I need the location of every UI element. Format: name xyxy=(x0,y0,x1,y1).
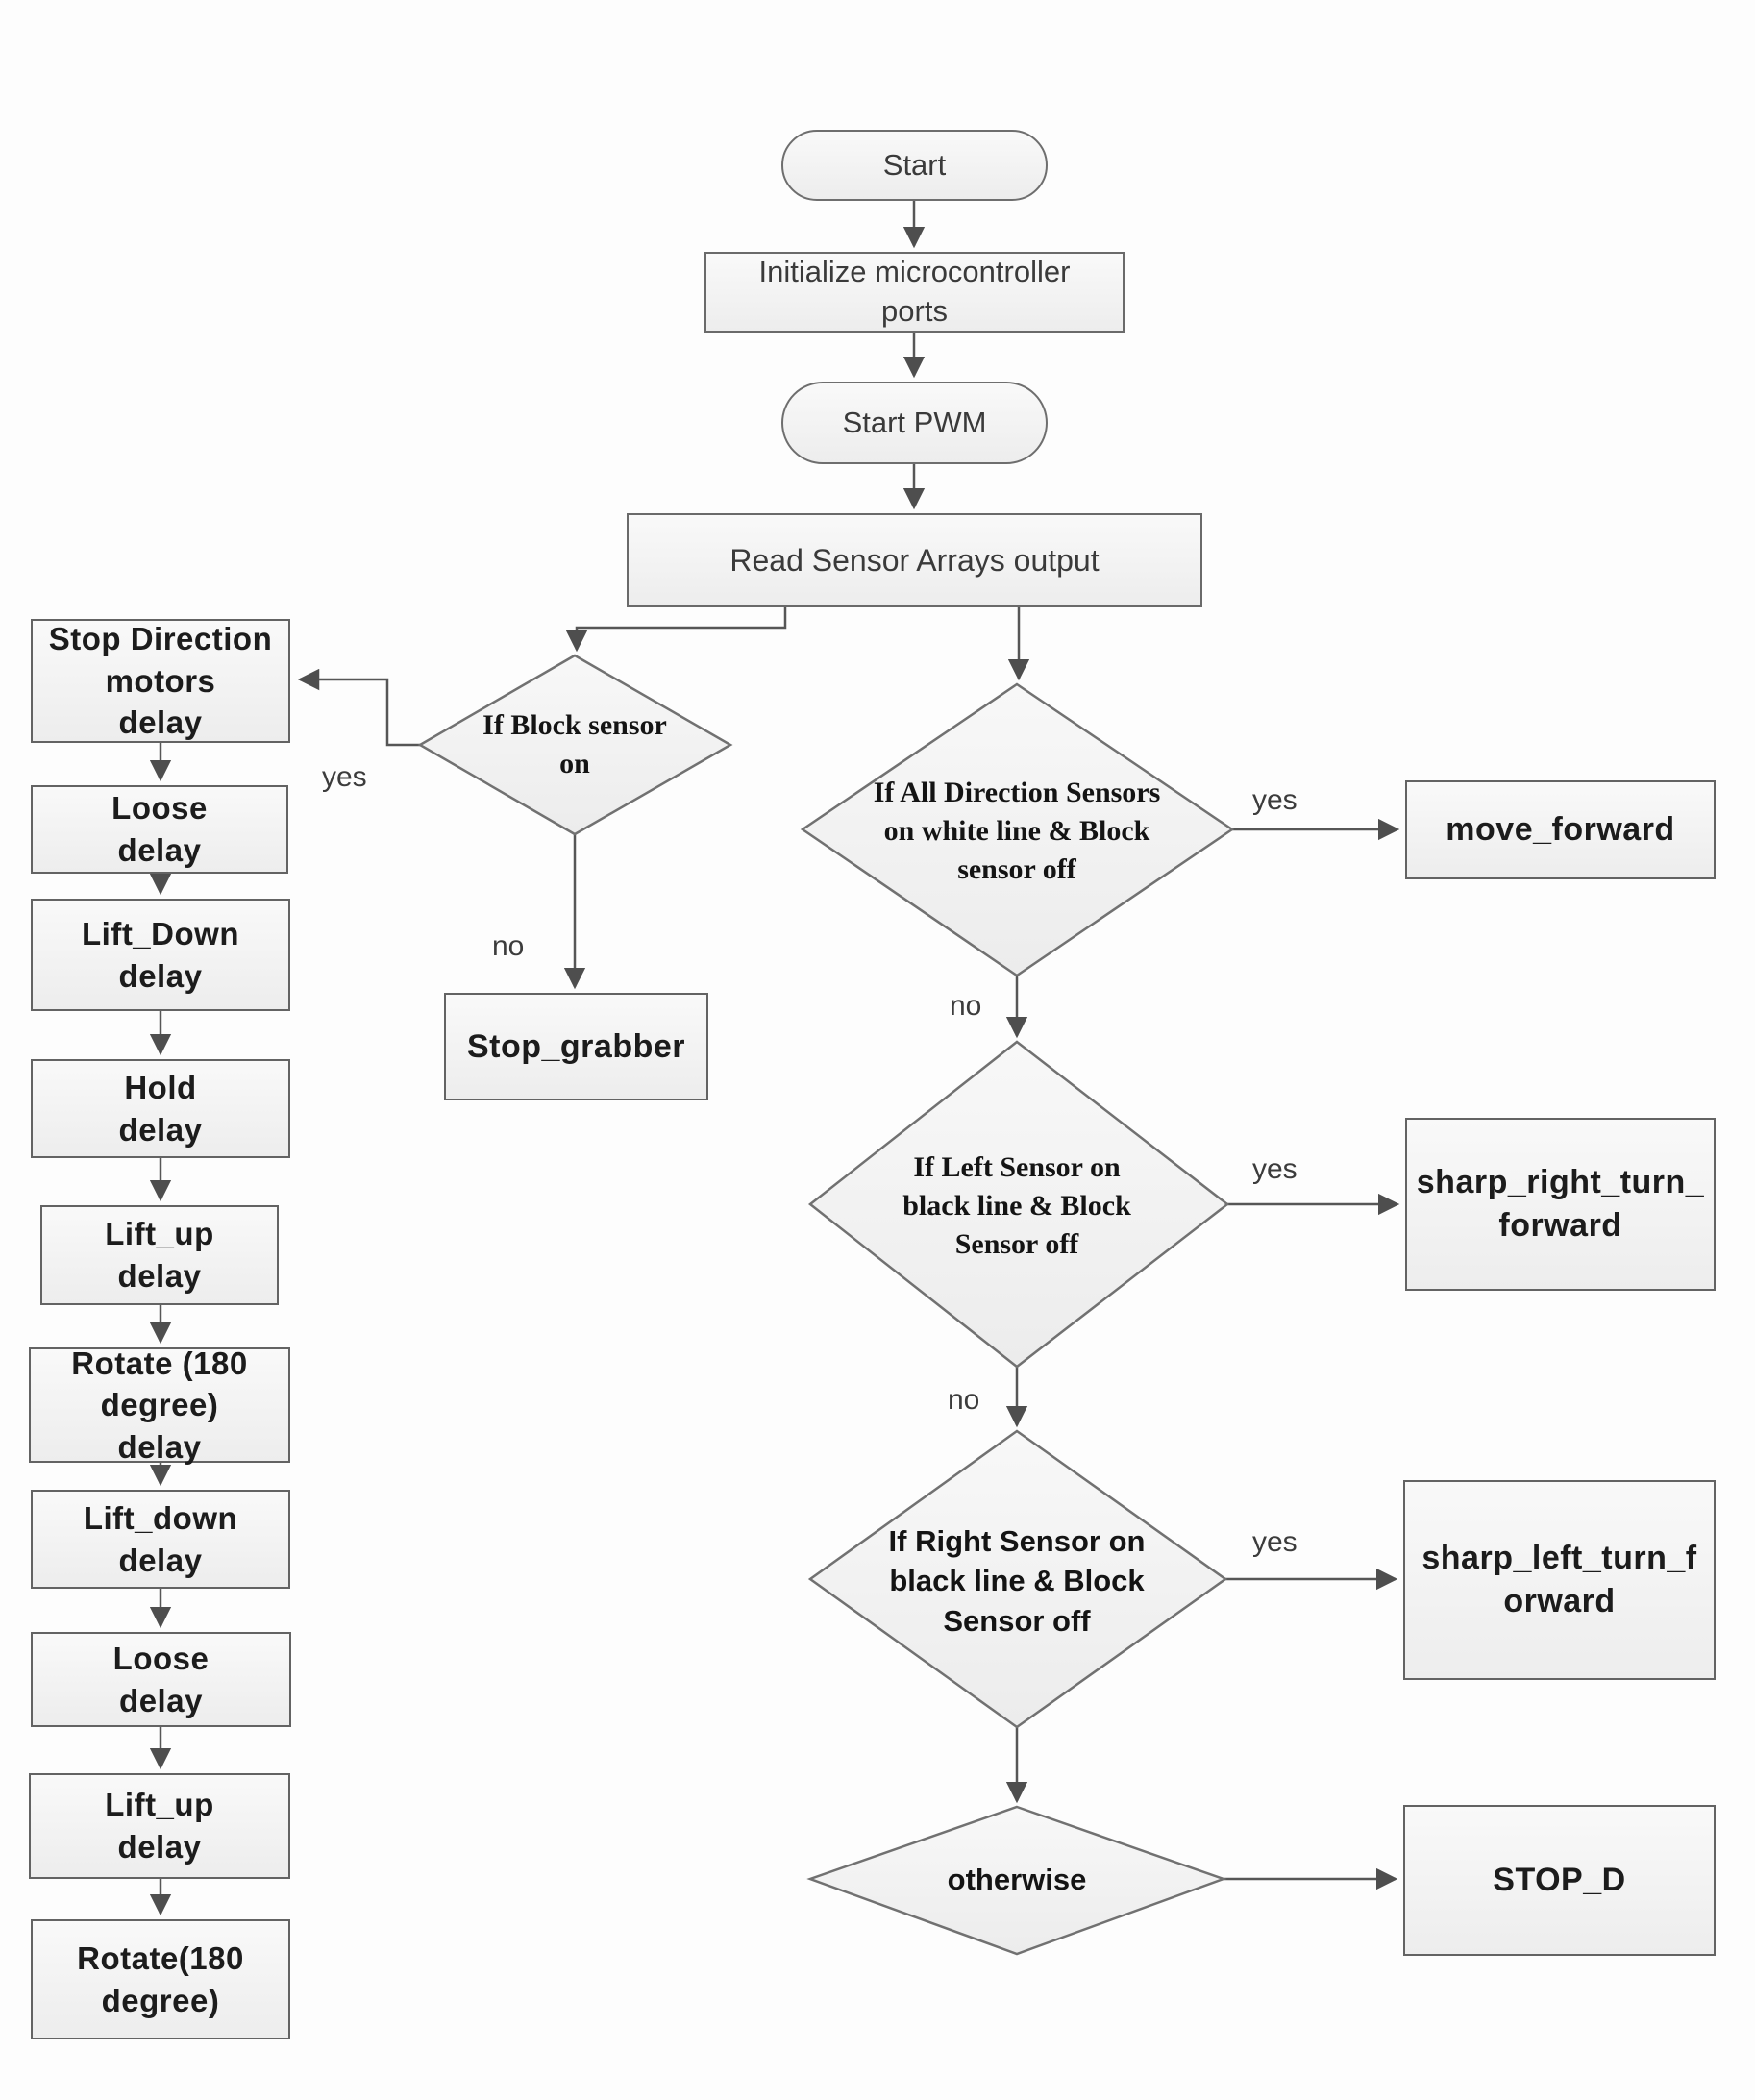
node-stop-grabber: Stop_grabber xyxy=(444,993,708,1100)
node-lift-down-delay-2: Lift_down delay xyxy=(31,1490,290,1589)
label-if-left-sensor: If Left Sensor on black line & Block Sen… xyxy=(902,1151,1131,1260)
label-if-right-sensor: If Right Sensor on black line & Block Se… xyxy=(888,1524,1146,1638)
edge-label-alldir-no: no xyxy=(950,990,982,1022)
node-sharp-left-turn-forward: sharp_left_turn_f orward xyxy=(1403,1480,1716,1680)
node-move-forward: move_forward xyxy=(1405,780,1716,879)
node-stop-d: STOP_D xyxy=(1403,1805,1716,1956)
node-hold-delay: Hold delay xyxy=(31,1059,290,1158)
edge-label-right-yes: yes xyxy=(1252,1526,1298,1558)
node-sharp-right-turn-forward: sharp_right_turn_ forward xyxy=(1405,1118,1716,1291)
node-rotate-180: Rotate(180 degree) xyxy=(31,1919,290,2039)
edge-read-to-block-decision xyxy=(565,607,787,653)
decision-otherwise xyxy=(806,1805,1227,1956)
label-otherwise: otherwise xyxy=(947,1862,1087,1896)
edge-label-left-no: no xyxy=(948,1384,980,1416)
node-initialize-ports: Initialize microcontroller ports xyxy=(704,252,1125,333)
decision-if-block-sensor xyxy=(417,654,733,836)
node-loose-delay-2: Loose delay xyxy=(31,1632,291,1727)
node-lift-down-delay-1: Lift_Down delay xyxy=(31,899,290,1011)
node-start-pwm: Start PWM xyxy=(781,382,1048,464)
node-lift-up-delay-1: Lift_up delay xyxy=(40,1205,279,1305)
edge-label-block-yes: yes xyxy=(322,761,367,793)
node-read-sensor-arrays: Read Sensor Arrays output xyxy=(627,513,1202,607)
node-loose-delay-1: Loose delay xyxy=(31,785,288,874)
decision-if-right-sensor xyxy=(807,1429,1228,1729)
node-lift-up-delay-2: Lift_up delay xyxy=(29,1773,290,1879)
edge-label-alldir-yes: yes xyxy=(1252,784,1298,816)
decision-if-left-sensor xyxy=(807,1040,1230,1369)
edge-block-yes xyxy=(297,668,420,747)
edge-label-block-no: no xyxy=(492,930,525,962)
node-rotate-180-delay: Rotate (180 degree) delay xyxy=(29,1346,290,1465)
label-if-all-direction: If All Direction Sensors on white line &… xyxy=(873,777,1161,885)
node-start: Start xyxy=(781,130,1048,201)
label-if-block-sensor: If Block sensor on xyxy=(482,709,667,779)
edge-label-left-yes: yes xyxy=(1252,1153,1298,1185)
decision-if-all-direction xyxy=(800,682,1235,977)
node-stop-direction-motors: Stop Direction motors delay xyxy=(31,619,290,743)
